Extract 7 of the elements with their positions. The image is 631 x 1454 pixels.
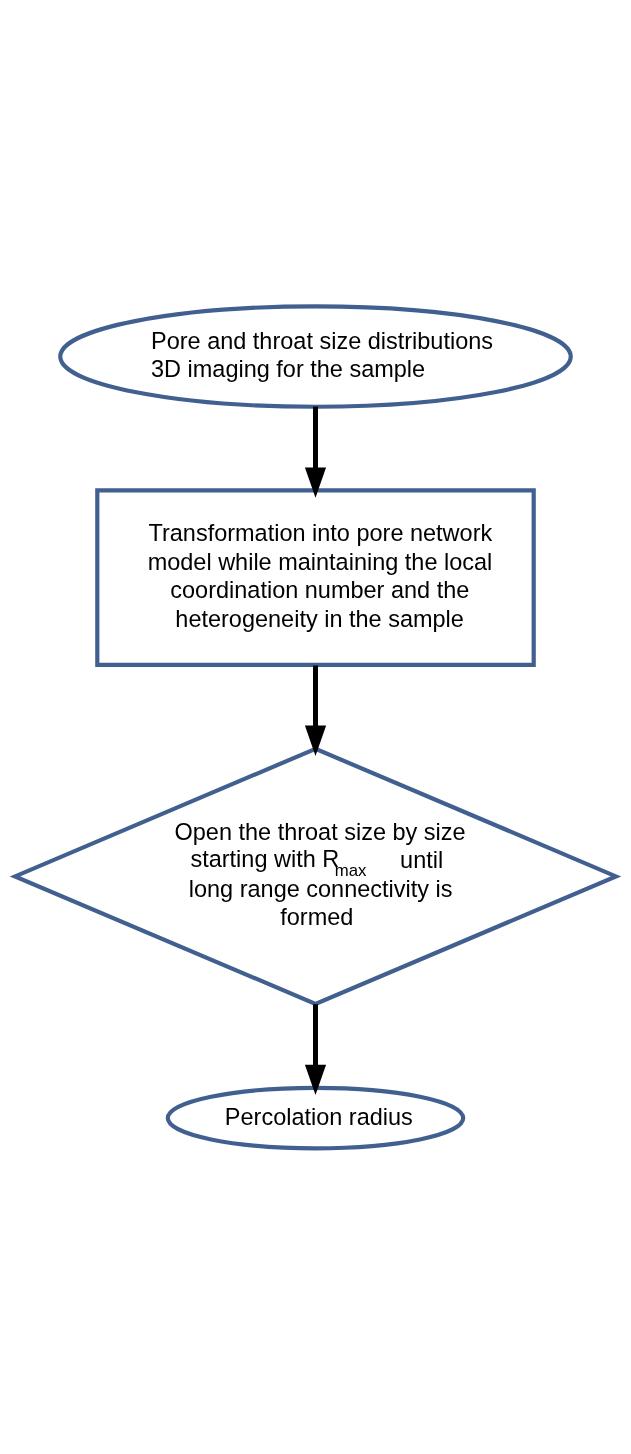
node-ellipse: Pore and throat size distributions 3D imaging for the sample <box>58 303 573 409</box>
node-diamond: Open the throat size by size starting with R$_{max}$ until long range connectivity is formed <box>9 746 622 1006</box>
arrow <box>304 406 327 498</box>
node-ellipse: Percolation radius <box>165 1085 466 1150</box>
node-box: Transformation into pore network model while maintaining the local coordination number and the heterogeneity in the sample <box>95 487 536 667</box>
arrow <box>304 665 327 756</box>
arrow <box>304 1003 327 1095</box>
